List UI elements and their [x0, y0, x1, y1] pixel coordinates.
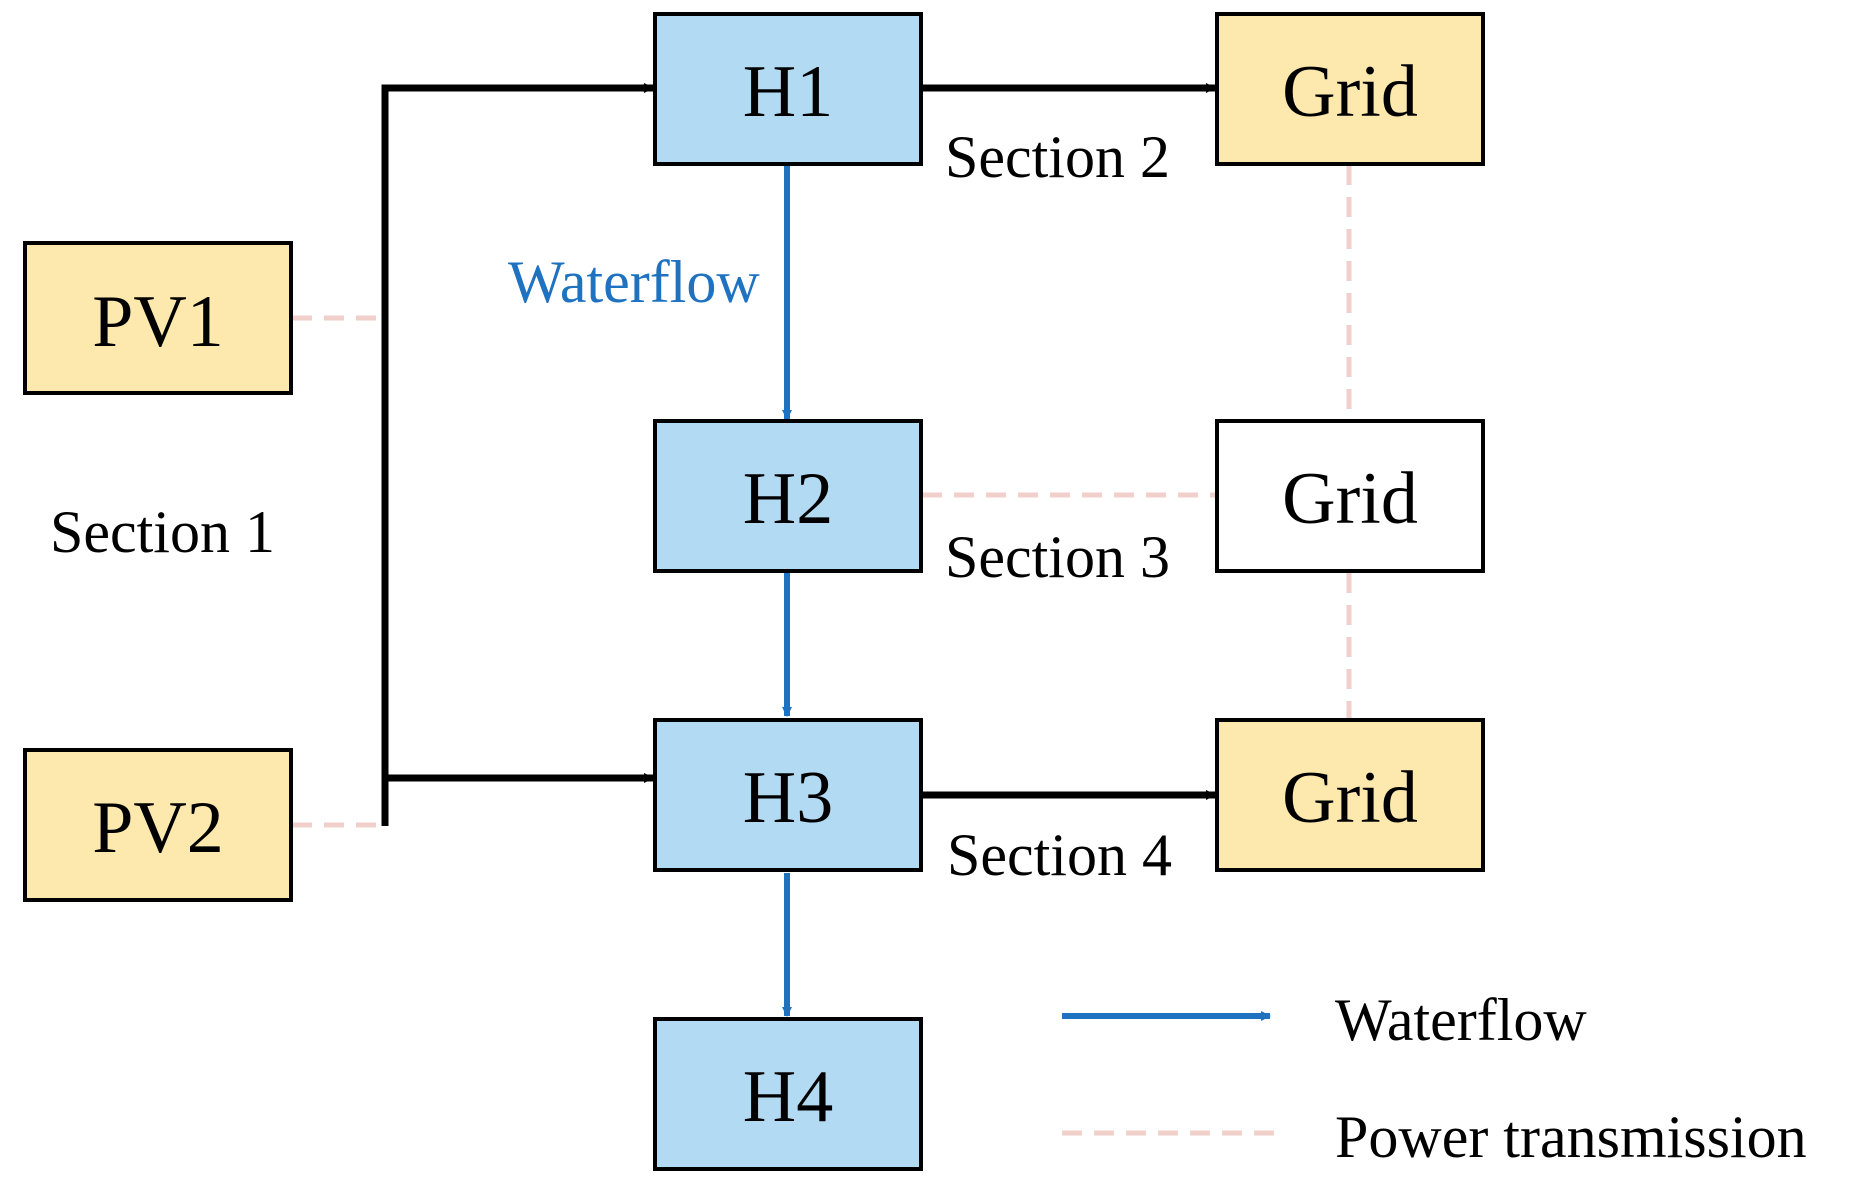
node-h1-box — [653, 12, 923, 166]
node-h2-box — [653, 419, 923, 573]
legend-waterflow-label: Waterflow — [1335, 987, 1587, 1053]
section-4-label: Section 4 — [947, 822, 1172, 888]
node-grid-bottom-box — [1215, 718, 1485, 872]
node-h1: H1 — [653, 12, 923, 166]
node-pv2-box — [23, 748, 293, 902]
node-pv1: PV1 — [23, 241, 293, 395]
node-pv1-label: PV1 — [92, 281, 224, 363]
legend: Waterflow Power transmission — [1062, 987, 1807, 1170]
node-grid-bottom-label: Grid — [1282, 757, 1418, 839]
node-grid-top: Grid — [1215, 12, 1485, 166]
node-grid-mid: Grid — [1215, 419, 1485, 573]
power-lines — [292, 165, 1352, 828]
node-grid-mid-box — [1215, 419, 1485, 573]
node-pv2-label: PV2 — [92, 787, 224, 869]
section-3-label: Section 3 — [945, 524, 1170, 590]
node-h1-label: H1 — [743, 51, 833, 133]
legend-power-label: Power transmission — [1335, 1104, 1807, 1170]
node-grid-top-label: Grid — [1282, 51, 1418, 133]
flow-line-pv-bus — [381, 83, 654, 826]
node-grid-top-box — [1215, 12, 1485, 166]
node-h3: H3 — [653, 718, 923, 872]
node-h4-label: H4 — [743, 1056, 833, 1138]
node-grid-mid-label: Grid — [1282, 458, 1418, 540]
waterflow-annotation: Waterflow — [508, 249, 760, 315]
node-h3-label: H3 — [743, 757, 833, 839]
node-h2-label: H2 — [743, 458, 833, 540]
node-grid-bottom: Grid — [1215, 718, 1485, 872]
flow-lines — [381, 83, 1216, 826]
section-1-label: Section 1 — [50, 499, 275, 565]
node-h2: H2 — [653, 419, 923, 573]
node-pv1-box — [23, 241, 293, 395]
node-pv2: PV2 — [23, 748, 293, 902]
node-h4: H4 — [653, 1017, 923, 1171]
node-h4-box — [653, 1017, 923, 1171]
node-h3-box — [653, 718, 923, 872]
section-2-label: Section 2 — [945, 124, 1170, 190]
